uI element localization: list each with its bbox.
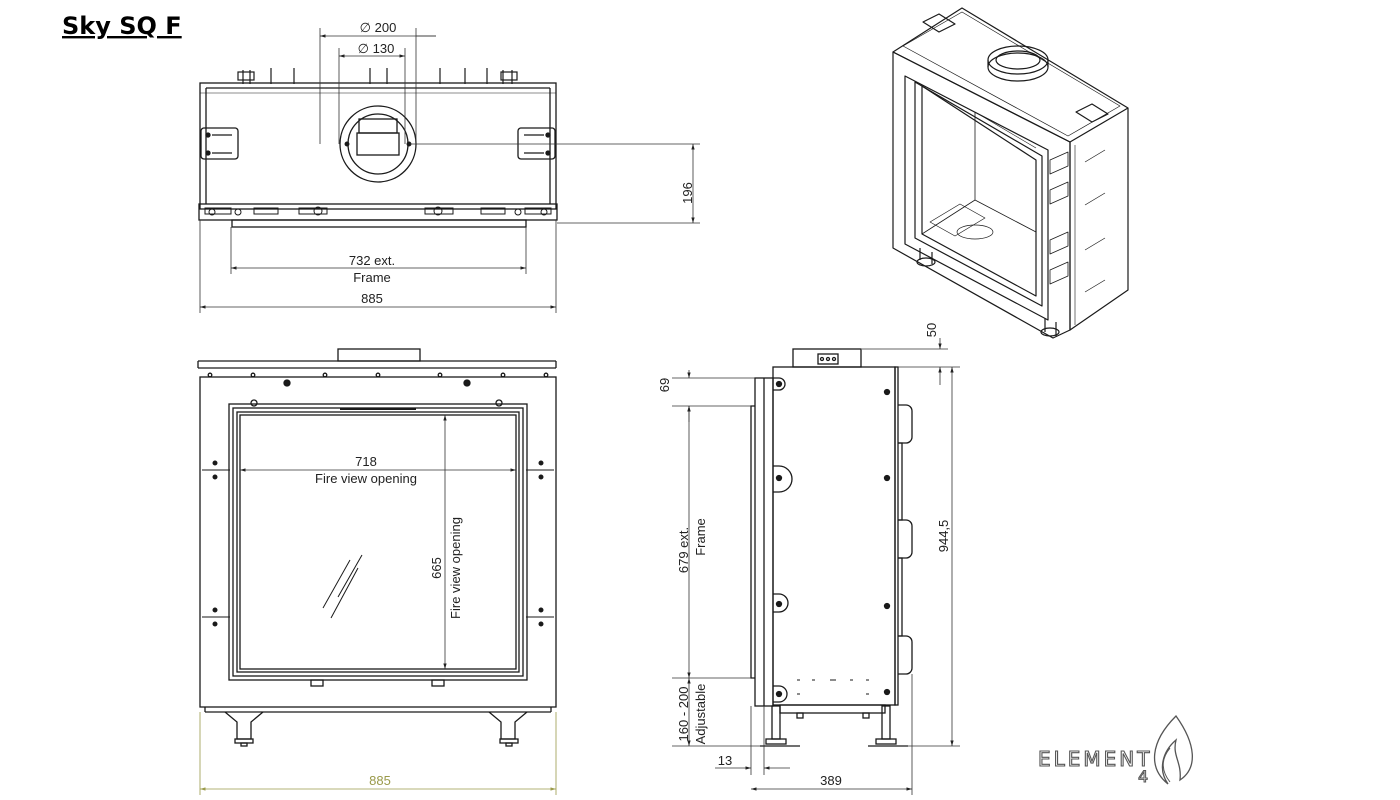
frame-width-label: Frame [353, 270, 391, 285]
flame-icon [1154, 714, 1193, 785]
flue-inner-diameter: ∅ 130 [358, 41, 395, 56]
depth-dimension: 389 [820, 773, 842, 788]
frame-height-label: Frame [693, 518, 708, 556]
top-overall-width: 885 [361, 291, 383, 306]
frame-depth-dimension: 13 [718, 753, 732, 768]
side-view-dimensions [672, 338, 960, 795]
opening-height-dimension: 665 [429, 557, 444, 579]
drawing-title: Sky SQ F [62, 12, 182, 40]
opening-height-label: Fire view opening [448, 517, 463, 619]
frame-width-dimension: 732 ext. [349, 253, 395, 268]
element4-logo: ELEMENT 4 [1037, 714, 1193, 787]
legs-label: Adjustable [693, 684, 708, 745]
top-offset-dimension: 50 [924, 323, 939, 337]
front-overall-width: 885 [369, 773, 391, 788]
top-height-dimension: 196 [680, 182, 695, 204]
logo-brand-text: ELEMENT [1038, 747, 1153, 771]
opening-width-dimension: 718 [355, 454, 377, 469]
side-view [750, 348, 913, 747]
top-view-dimensions [199, 28, 700, 313]
frame-top-dimension: 69 [657, 378, 672, 392]
front-view [197, 348, 557, 747]
legs-dimension: 160 - 200 [676, 687, 691, 742]
opening-width-label: Fire view opening [315, 471, 417, 486]
front-width-dimension-lines [199, 712, 557, 795]
frame-height-dimension: 679 ext. [676, 527, 691, 573]
flue-outer-diameter: ∅ 200 [360, 20, 397, 35]
top-view [198, 68, 558, 228]
isometric-view [892, 7, 1129, 339]
front-view-dimensions [240, 415, 516, 669]
logo-number-text: 4 [1138, 767, 1148, 786]
overall-height-dimension: 944,5 [936, 520, 951, 553]
